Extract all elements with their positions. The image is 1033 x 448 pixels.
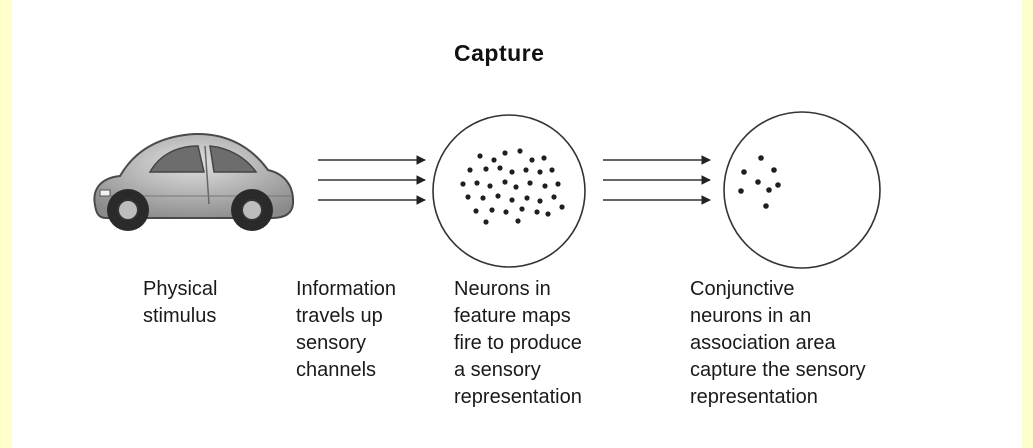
- neuron-dot-icon: [529, 157, 535, 163]
- neuron-dot-icon: [502, 179, 508, 185]
- neuron-dot-icon: [741, 169, 747, 175]
- neuron-dot-icon: [555, 181, 561, 187]
- figure-title: Capture: [454, 40, 545, 66]
- neuron-dot-icon: [775, 182, 781, 188]
- neuron-dot-icon: [502, 150, 508, 156]
- neuron-dot-icon: [738, 188, 744, 194]
- neuron-dot-icon: [549, 167, 555, 173]
- car-icon: [93, 132, 295, 231]
- neuron-dot-icon: [766, 187, 772, 193]
- feature-map-neurons: [460, 148, 565, 225]
- neuron-dot-icon: [513, 184, 519, 190]
- neuron-dot-icon: [755, 179, 761, 185]
- neuron-dot-icon: [487, 183, 493, 189]
- neuron-dot-icon: [534, 209, 540, 215]
- neuron-dot-icon: [483, 166, 489, 172]
- neuron-dot-icon: [497, 165, 503, 171]
- neuron-dot-icon: [465, 194, 471, 200]
- neuron-dot-icon: [524, 195, 530, 201]
- neuron-dot-icon: [491, 157, 497, 163]
- neuron-dot-icon: [545, 211, 551, 217]
- neuron-dot-icon: [771, 167, 777, 173]
- neuron-dot-icon: [527, 180, 533, 186]
- neuron-dot-icon: [489, 207, 495, 213]
- neuron-dot-icon: [477, 153, 483, 159]
- neuron-dot-icon: [542, 183, 548, 189]
- neuron-dot-icon: [467, 167, 473, 173]
- feature-map-circle: [432, 114, 586, 268]
- neuron-dot-icon: [473, 208, 479, 214]
- neuron-dot-icon: [483, 219, 489, 225]
- association-area-circle: [723, 111, 881, 269]
- neuron-dot-icon: [503, 209, 509, 215]
- neuron-dot-icon: [551, 194, 557, 200]
- neuron-dot-icon: [541, 155, 547, 161]
- neuron-dot-icon: [509, 197, 515, 203]
- arrow-group-1: [318, 155, 426, 205]
- neuron-dot-icon: [519, 206, 525, 212]
- association-neurons: [738, 155, 781, 209]
- neuron-dot-icon: [509, 169, 515, 175]
- caption-feature-maps: Neurons in feature maps fire to produce …: [454, 278, 582, 408]
- neuron-dot-icon: [537, 198, 543, 204]
- arrow-group-2: [603, 155, 711, 205]
- caption-conjunctive-neurons: Conjunctive neurons in an association ar…: [690, 278, 866, 408]
- neuron-dot-icon: [460, 181, 466, 187]
- neuron-dot-icon: [495, 193, 501, 199]
- neuron-dot-icon: [480, 195, 486, 201]
- neuron-dot-icon: [763, 203, 769, 209]
- neuron-dot-icon: [517, 148, 523, 154]
- neuron-dot-icon: [537, 169, 543, 175]
- neuron-dot-icon: [474, 180, 480, 186]
- caption-information-travels: Information travels up sensory channels: [296, 278, 397, 381]
- neuron-dot-icon: [523, 167, 529, 173]
- neuron-dot-icon: [758, 155, 764, 161]
- neuron-dot-icon: [515, 218, 521, 224]
- neuron-dot-icon: [559, 204, 565, 210]
- caption-physical-stimulus: Physical stimulus: [143, 278, 218, 327]
